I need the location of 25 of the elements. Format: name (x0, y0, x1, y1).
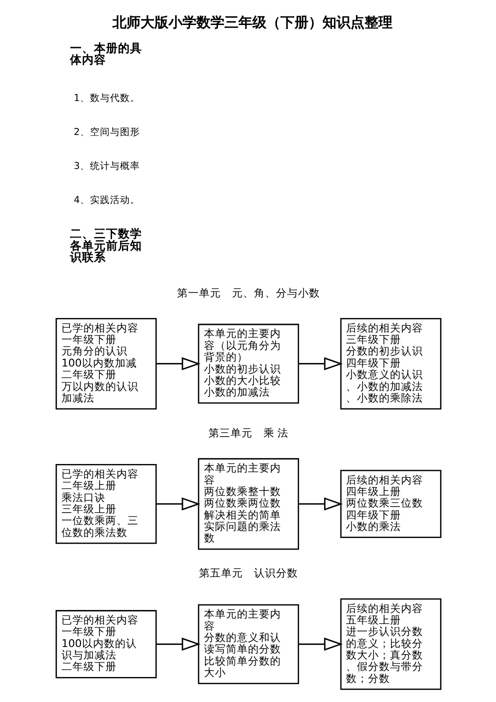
arrow (156, 638, 200, 651)
label: 第三单元 乘 法 (208, 426, 288, 440)
node-box: 已学的相关内容 一年级下册 100以内数的认识与加减法 二年级下册 (55, 610, 156, 678)
label: 第五单元 认识分数 (198, 566, 298, 580)
label: 一、本册的具体内容 (70, 40, 142, 66)
arrow (298, 357, 342, 370)
node-box: 已学的相关内容 二年级上册 乘法口诀 三年级上册 一位数乘两、三位数的乘法数 (55, 464, 156, 544)
node-box: 后续的相关内容 四年级上册 两位数乘三位数 四年级下册 小数的乘法 (340, 470, 441, 538)
label: 2、空间与图形 (73, 127, 140, 138)
arrow (156, 357, 200, 370)
arrow (156, 497, 200, 510)
node-box: 后续的相关内容 五年级上册 进一步认识分数的意义；比较分数大小；真分数、假分数与带分数；分数 (340, 598, 441, 690)
label: 3、统计与概率 (73, 161, 140, 172)
node-box: 已学的相关内容 一年级下册 元角分的认识 100以内数加减 二年级下册 万以内数的认识 加减法 (55, 318, 156, 410)
node-box: 本单元的主要内容 分数的意义和认读写简单的分数 比较简单分数的大小 (197, 604, 299, 684)
node-box: 本单元的主要内容 两位数乘整十数 两位数乘两位数 解决相关的简单实际问题的乘法数 (197, 458, 299, 550)
arrow (298, 497, 342, 510)
label: 第一单元 元、角、分与小数 (176, 286, 320, 300)
label: 二、三下数学各单元前后知识联系 (70, 226, 142, 264)
node-box: 后续的相关内容 三年级下册 分数的初步认识四年级下册 小数意义的认识、小数的加减法、小数的乘除法 (340, 318, 441, 410)
diagram-title: 北师大版小学数学三年级（下册）知识点整理 (112, 14, 392, 31)
arrow (298, 638, 342, 651)
label: 4、实践活动。 (73, 195, 140, 206)
node-box: 本单元的主要内容（以元角分为背景的） 小数的初步认识 小数的大小比较 小数的加减法 (197, 324, 299, 404)
label: 1、数与代数。 (73, 93, 140, 104)
